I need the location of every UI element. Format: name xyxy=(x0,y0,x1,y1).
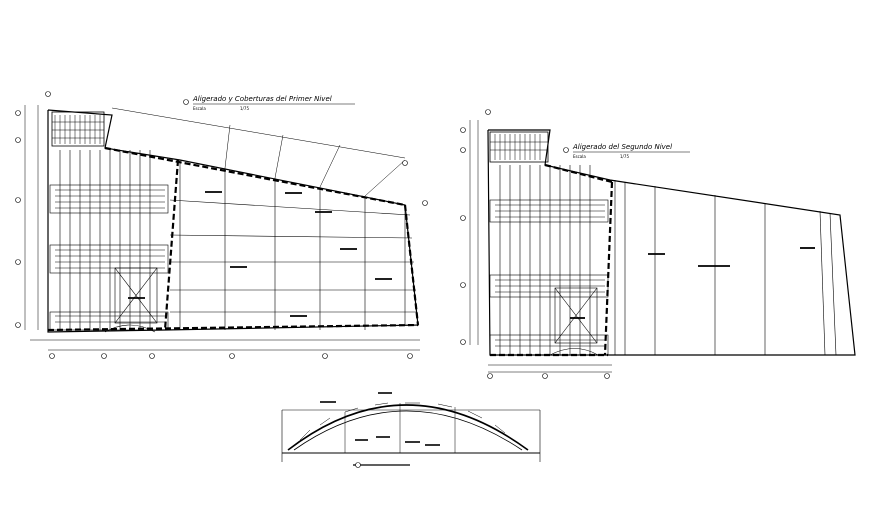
stair-box-first xyxy=(104,267,158,333)
section-arch xyxy=(281,392,541,468)
stair-box-second xyxy=(549,287,599,356)
arch-truss xyxy=(299,402,506,453)
beam-edges-first xyxy=(47,146,420,332)
plan-second-scale-value: 1/75 xyxy=(620,154,629,159)
plan-second-scale-label: Escala xyxy=(573,154,586,159)
dimensions-second xyxy=(469,120,612,373)
plan-first-scale-value: 1/75 xyxy=(240,106,249,111)
hatch-second-top xyxy=(490,134,548,160)
tag-marks-second xyxy=(570,247,815,319)
roof-grid-first xyxy=(169,160,417,330)
floor-bands-second xyxy=(489,165,609,356)
floor-bands-first xyxy=(49,150,169,331)
section-tags xyxy=(320,392,440,446)
plan-first-level: Aligerado y Coberturas del Primer Nivel … xyxy=(15,91,428,359)
roof-lines-second xyxy=(614,180,837,356)
plan-first-title: Aligerado y Coberturas del Primer Nivel xyxy=(192,95,332,103)
dimensions-first xyxy=(24,105,420,351)
plan-first-scale-label: Escala xyxy=(193,106,206,111)
plan-second-level: Aligerado del Segundo Nivel Escala 1/75 xyxy=(460,109,856,379)
grid-bubbles-first xyxy=(15,91,428,359)
grid-bubbles-second xyxy=(460,109,610,379)
plan-second-title: Aligerado del Segundo Nivel xyxy=(572,143,672,151)
hatch-first-top xyxy=(52,115,104,144)
tag-marks-first xyxy=(128,191,392,317)
beam-edges-second xyxy=(490,163,614,357)
leaders-first xyxy=(111,107,406,197)
